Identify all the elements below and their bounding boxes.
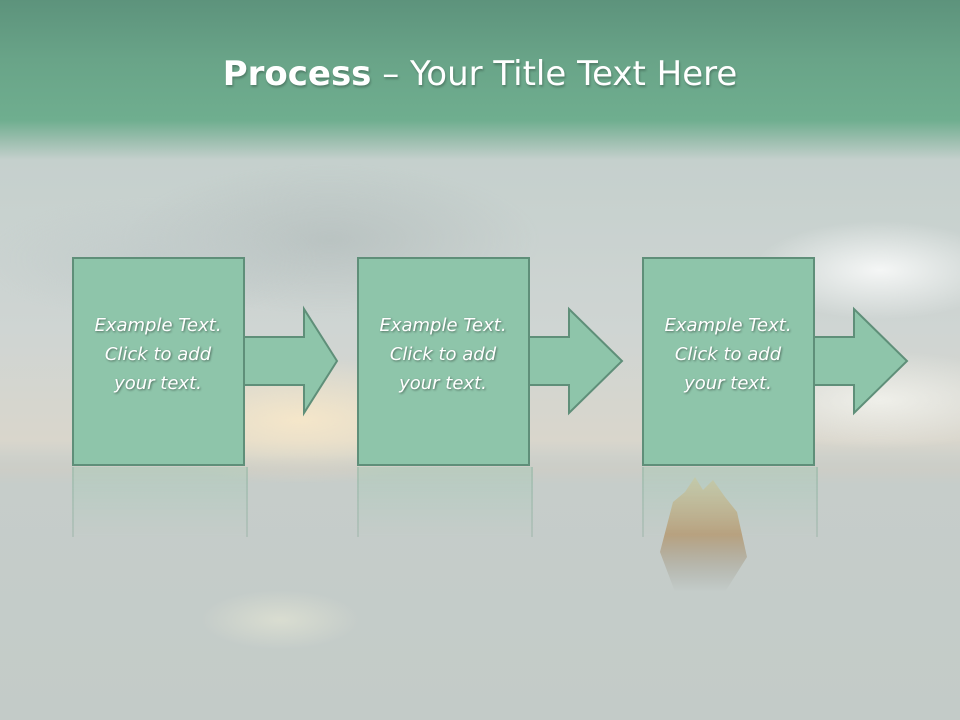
step-text-line: Click to add bbox=[104, 344, 212, 365]
arrow-right-icon bbox=[72, 257, 339, 466]
step-reflection bbox=[357, 467, 533, 537]
step-text-line: Example Text. bbox=[664, 315, 792, 336]
arrow-right-icon bbox=[357, 257, 624, 466]
step-text-line: your text. bbox=[114, 373, 202, 394]
step-text-line: Click to add bbox=[389, 344, 497, 365]
title-band bbox=[0, 0, 960, 160]
process-step-2[interactable]: Example Text. Click to add your text. bbox=[357, 257, 697, 467]
cloud-reflection bbox=[200, 590, 360, 650]
arrow-right-icon bbox=[642, 257, 909, 466]
step-reflection bbox=[642, 467, 818, 537]
process-step-1[interactable]: Example Text. Click to add your text. bbox=[72, 257, 412, 467]
step-reflection bbox=[72, 467, 248, 537]
slide-title[interactable]: Process – Your Title Text Here bbox=[0, 52, 960, 96]
step-text-line: your text. bbox=[684, 373, 772, 394]
step-text[interactable]: Example Text. Click to add your text. bbox=[357, 311, 529, 398]
title-rest: – Your Title Text Here bbox=[371, 54, 738, 94]
process-step-3[interactable]: Example Text. Click to add your text. bbox=[642, 257, 960, 467]
step-text-line: your text. bbox=[399, 373, 487, 394]
step-text-line: Example Text. bbox=[94, 315, 222, 336]
step-text[interactable]: Example Text. Click to add your text. bbox=[72, 311, 244, 398]
mountain-peak-image bbox=[660, 477, 747, 592]
step-text-line: Click to add bbox=[674, 344, 782, 365]
step-text[interactable]: Example Text. Click to add your text. bbox=[642, 311, 814, 398]
title-bold: Process bbox=[222, 54, 372, 94]
step-text-line: Example Text. bbox=[379, 315, 507, 336]
